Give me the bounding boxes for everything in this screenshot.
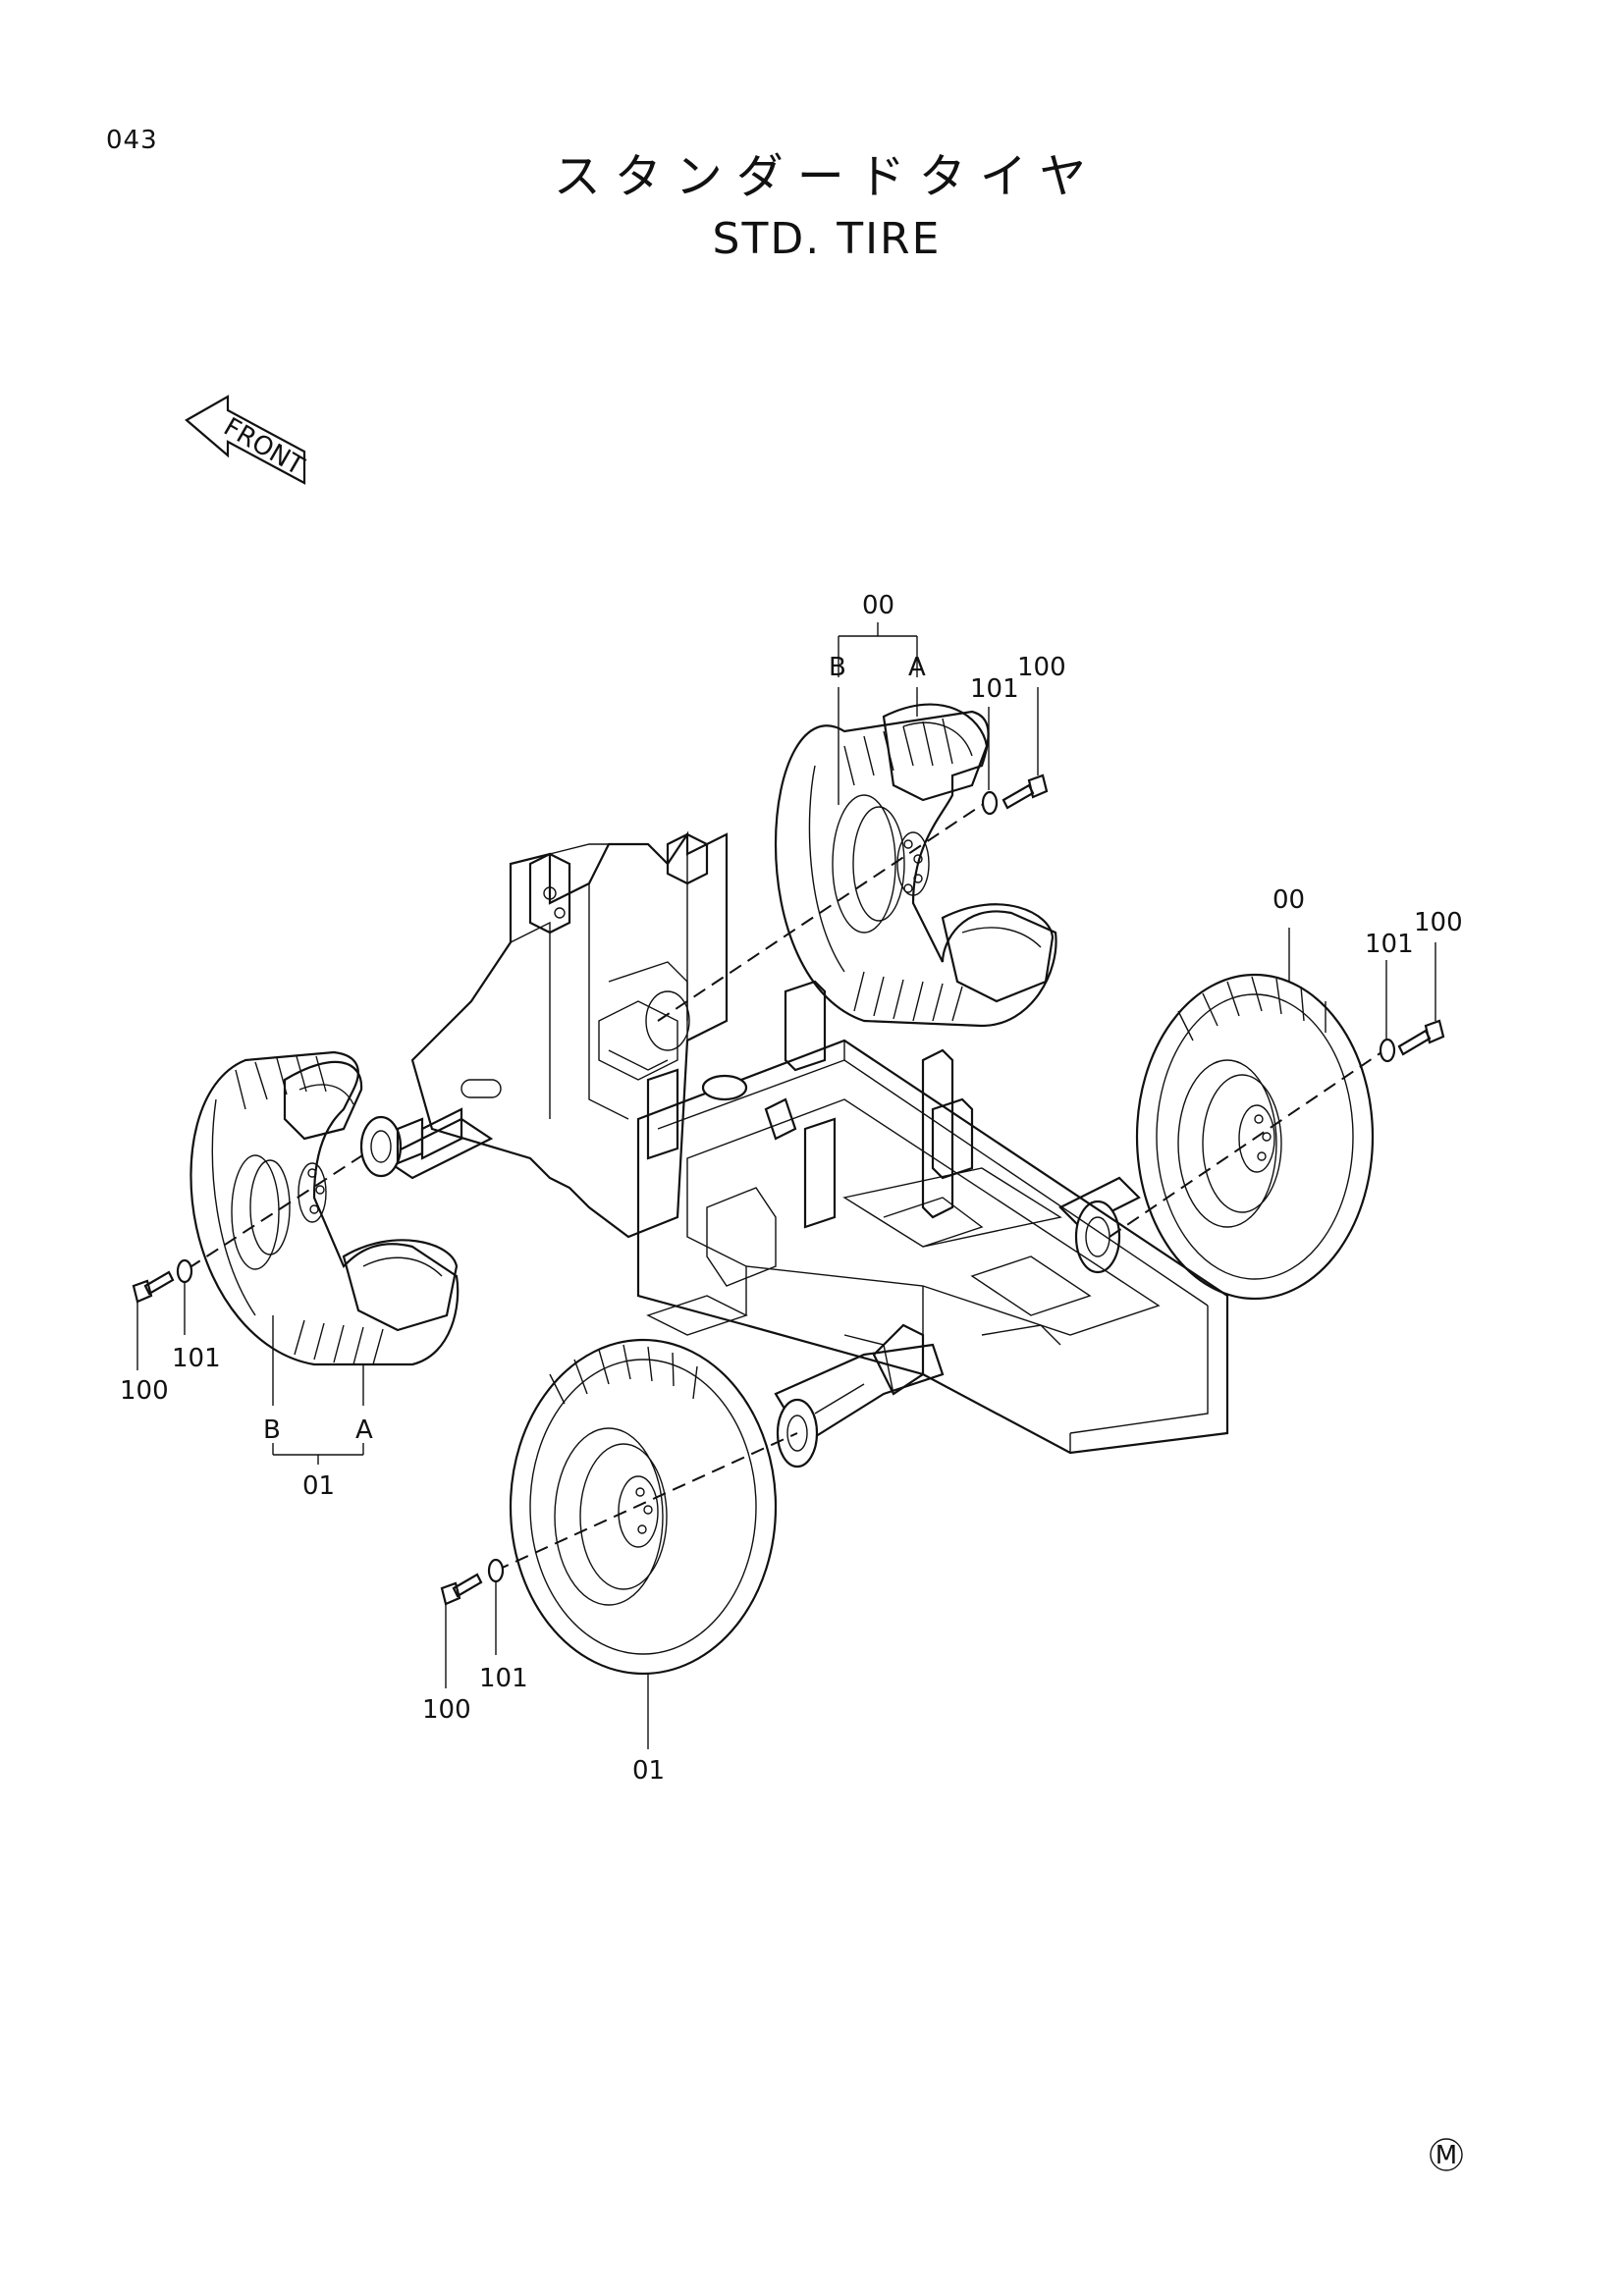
title-block: スタンダードタイヤ STD. TIRE [0,137,1624,264]
callout-front-split-b: B [263,1415,281,1445]
rear-right-center-line [1109,1049,1385,1238]
rear-split-hardware [981,774,1049,816]
rear-split-tire [774,703,1057,1028]
circled-m-mark: M [1430,2138,1463,2171]
callout-rear-split-a: A [908,653,926,682]
callout-rear-right-washer: 101 [1365,930,1414,959]
callout-rear-split-group: 00 [862,591,894,620]
callout-front-washer: 101 [479,1664,528,1693]
front-hardware [440,1558,505,1606]
callout-rear-split-washer: 101 [970,674,1019,704]
rear-split-center-line [657,804,983,1022]
rear-right-hardware [1379,1019,1445,1063]
title-japanese: スタンダードタイヤ [553,149,1101,204]
callout-front-split-bolt: 100 [120,1376,169,1406]
front-center-line [495,1432,798,1572]
callout-rear-split-b: B [829,653,846,682]
front-tire [509,1338,778,1676]
title-english: STD. TIRE [712,214,942,264]
front-split-tire [189,1050,460,1366]
front-split-hardware [132,1258,193,1304]
front-arrow-icon: FRONT [185,395,309,485]
callout-front-split-a: A [355,1415,373,1445]
callout-rear-right-bolt: 100 [1414,908,1463,937]
callout-front-tire: 01 [632,1756,665,1786]
callout-rear-right-tire: 00 [1272,885,1305,915]
rear-right-tire [1135,973,1375,1301]
front-split-hub [359,1115,424,1178]
callout-rear-split-bolt: 100 [1017,653,1066,682]
callout-leaders [136,622,1436,1749]
mark-letter: M [1435,2141,1457,2170]
front-split-center-line [188,1148,374,1269]
callout-front-bolt: 100 [422,1695,471,1725]
page-number: 043 [106,126,158,155]
callout-front-split-washer: 101 [172,1344,221,1373]
callout-front-split-group: 01 [302,1471,335,1501]
machine-frame [380,830,1229,1468]
